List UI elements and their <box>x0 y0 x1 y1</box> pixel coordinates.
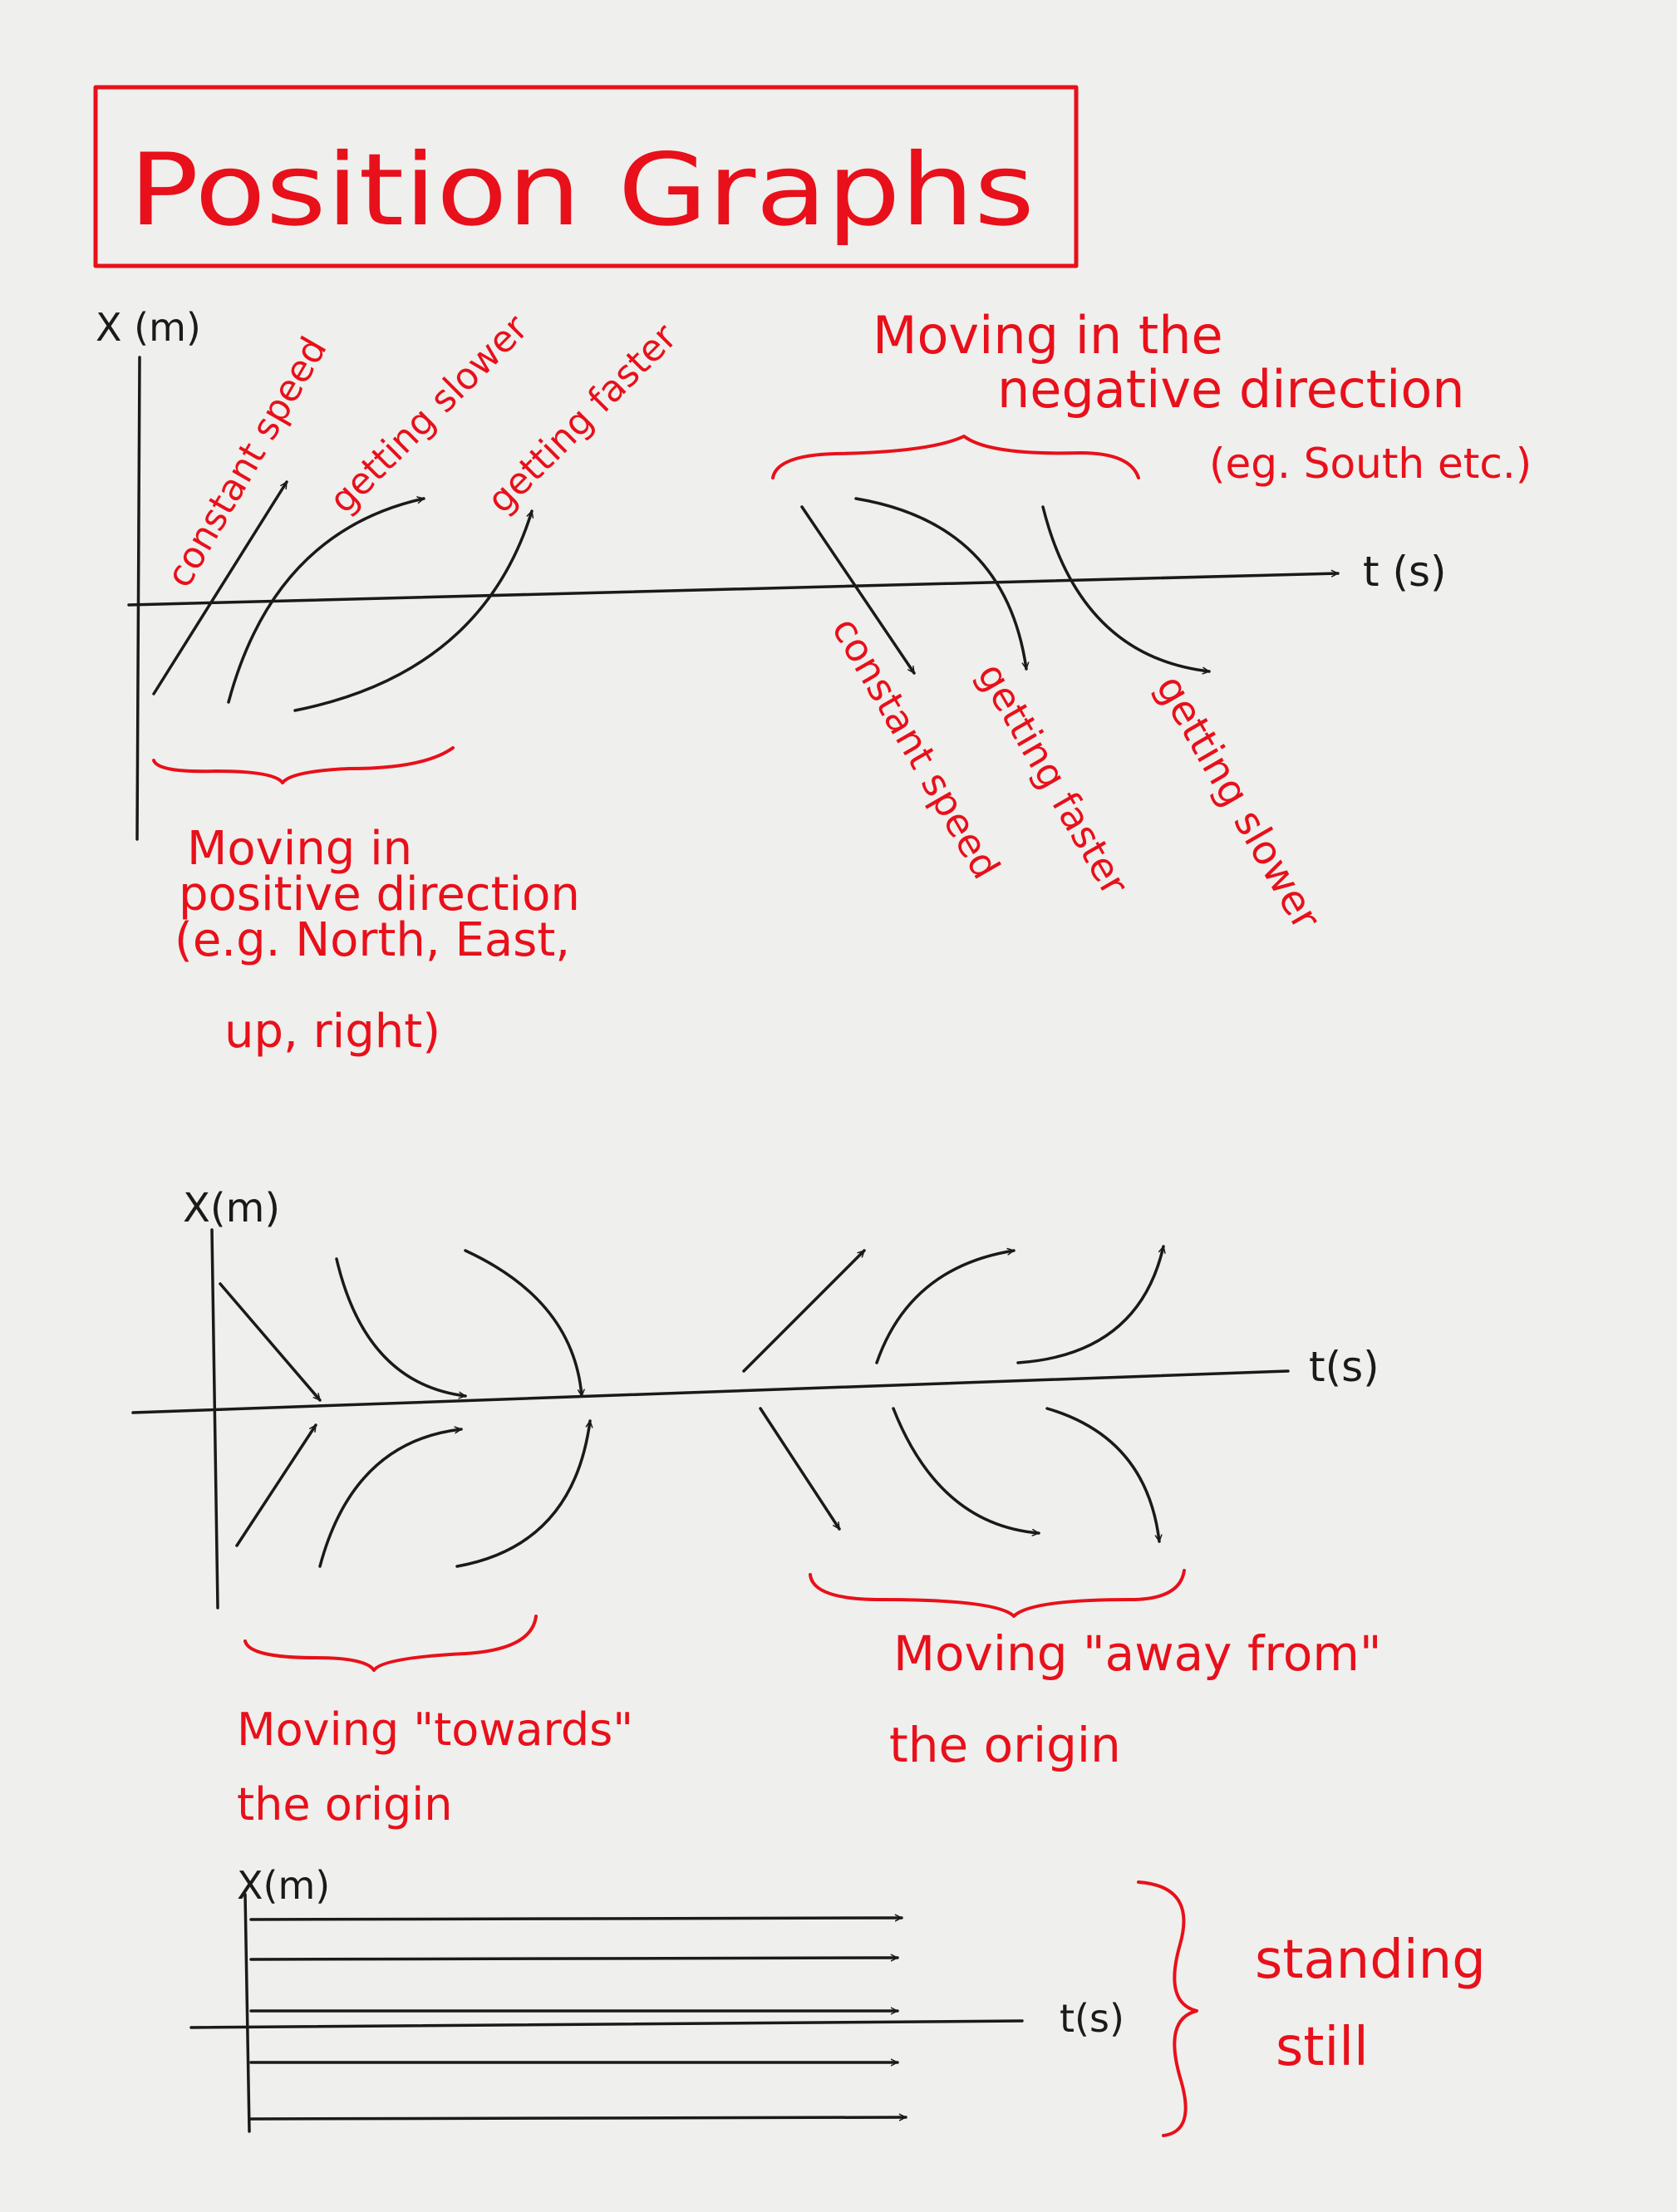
curve-positive-constant <box>152 480 288 696</box>
graph1-x-axis-label: t (s) <box>1363 548 1447 596</box>
svg-text:the origin: the origin <box>889 1717 1121 1773</box>
caption-still: standing still <box>1255 1929 1486 2078</box>
svg-text:Moving in: Moving in <box>187 822 412 876</box>
svg-text:standing: standing <box>1255 1929 1486 1991</box>
curve-positive-slower <box>227 496 425 704</box>
curve-negative-slower <box>1041 505 1211 675</box>
graph-2: X(m) t(s) Moving "towards" the origin Mo… <box>131 1185 1382 1831</box>
curve-positive-faster <box>293 509 534 712</box>
curve-towards-below-slower <box>318 1426 463 1568</box>
curve-away-down-slower <box>1045 1407 1163 1543</box>
caption-away: Moving "away from" the origin <box>889 1625 1382 1773</box>
graph2-y-axis-label: X(m) <box>183 1185 280 1231</box>
brace-towards <box>243 1615 538 1672</box>
curve-towards-below-faster <box>455 1419 593 1568</box>
graph2-y-axis <box>210 1228 219 1610</box>
graph1-y-axis <box>135 356 141 841</box>
svg-text:Moving "towards": Moving "towards" <box>237 1703 633 1756</box>
graph3-y-axis <box>243 1893 251 2133</box>
graph3-x-axis-label: t(s) <box>1060 1996 1124 2041</box>
caption-positive: Moving in positive direction (e.g. North… <box>175 822 580 1059</box>
svg-text:negative direction: negative direction <box>997 359 1465 420</box>
title-box: Position Graphs <box>93 85 1079 268</box>
line-still-5 <box>249 2113 907 2121</box>
svg-text:the origin: the origin <box>237 1778 453 1831</box>
line-still-2 <box>249 1954 899 1962</box>
graph1-y-axis-label: X (m) <box>96 305 201 350</box>
svg-text:up, right): up, right) <box>224 1005 440 1059</box>
svg-text:(eg. South etc.): (eg. South etc.) <box>1209 440 1532 488</box>
curve-negative-constant <box>800 505 916 675</box>
graph1-x-axis <box>127 569 1340 607</box>
graph-3: X(m) t(s) standing still <box>189 1863 1486 2137</box>
svg-text:Moving in the: Moving in the <box>873 305 1223 366</box>
page-title: Position Graphs <box>129 133 1035 248</box>
curve-away-down-constant <box>759 1407 841 1531</box>
graph2-x-axis <box>131 1369 1290 1414</box>
graph3-x-axis <box>189 2019 1024 2029</box>
graph2-x-axis-label: t(s) <box>1309 1343 1379 1391</box>
heading-negative: Moving in the negative direction (eg. So… <box>873 305 1532 488</box>
curve-towards-above-slower <box>335 1257 467 1399</box>
brace-away <box>809 1569 1186 1618</box>
curve-away-up-faster <box>875 1247 1016 1364</box>
curve-away-down-faster <box>892 1407 1040 1536</box>
svg-text:positive direction: positive direction <box>179 868 580 922</box>
brace-still <box>1137 1880 1198 2137</box>
curve-negative-faster <box>854 497 1030 671</box>
curve-towards-above-faster <box>464 1249 585 1398</box>
curve-towards-above-constant <box>219 1282 322 1402</box>
curve-away-up-constant <box>742 1249 866 1373</box>
curve-away-up-slower <box>1016 1245 1166 1364</box>
svg-text:(e.g. North, East,: (e.g. North, East, <box>175 913 570 967</box>
svg-text:Moving "away from": Moving "away from" <box>893 1625 1382 1682</box>
brace-positive <box>152 746 455 784</box>
line-still-1 <box>249 1914 903 1922</box>
caption-towards: Moving "towards" the origin <box>237 1703 633 1831</box>
brace-negative <box>771 435 1140 479</box>
graph3-y-axis-label: X(m) <box>237 1863 330 1908</box>
svg-text:still: still <box>1276 2017 1369 2078</box>
curve-towards-below-constant <box>235 1423 317 1547</box>
